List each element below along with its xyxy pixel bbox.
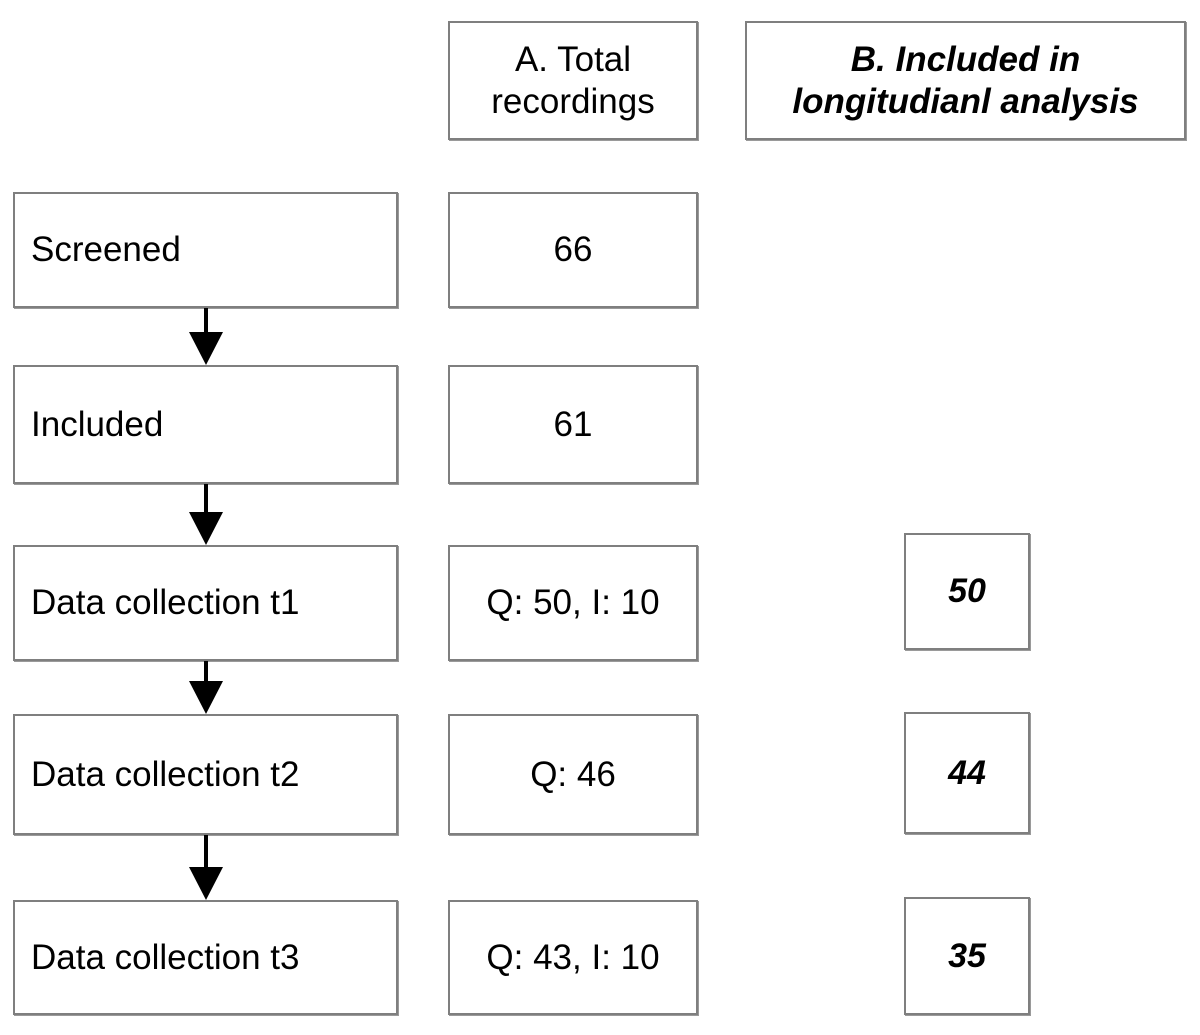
- column-header-a-line1: A. Total: [514, 40, 632, 80]
- stage-label-included: Included: [31, 404, 164, 444]
- value-total-t2: Q: 46: [530, 754, 616, 794]
- arrow-screened-to-included: [186, 308, 226, 365]
- value-total-t3: Q: 43, I: 10: [486, 937, 660, 977]
- stage-box-data-collection-t3: Data collection t3: [13, 900, 398, 1015]
- value-longitudinal-t3: 35: [948, 936, 986, 975]
- value-longitudinal-t2: 44: [948, 753, 986, 792]
- arrow-head-icon: [189, 512, 223, 545]
- value-box-longitudinal-t1: 50: [904, 533, 1030, 650]
- value-box-total-t3: Q: 43, I: 10: [448, 900, 698, 1015]
- value-box-total-t2: Q: 46: [448, 714, 698, 835]
- value-total-screened: 66: [553, 230, 593, 270]
- stage-label-data-collection-t1: Data collection t1: [31, 583, 300, 623]
- value-box-total-screened: 66: [448, 192, 698, 308]
- value-box-longitudinal-t3: 35: [904, 897, 1030, 1015]
- arrow-head-icon: [189, 681, 223, 714]
- value-box-longitudinal-t2: 44: [904, 712, 1030, 834]
- arrow-head-icon: [189, 867, 223, 900]
- arrow-shaft: [204, 661, 208, 687]
- column-header-b-line1: B. Included in: [850, 40, 1081, 80]
- stage-box-screened: Screened: [13, 192, 398, 308]
- stage-box-data-collection-t1: Data collection t1: [13, 545, 398, 661]
- stage-label-data-collection-t2: Data collection t2: [31, 754, 300, 794]
- value-box-total-t1: Q: 50, I: 10: [448, 545, 698, 661]
- arrow-shaft: [204, 308, 208, 338]
- value-total-t1: Q: 50, I: 10: [486, 583, 660, 623]
- stage-label-data-collection-t3: Data collection t3: [31, 937, 300, 977]
- value-total-included: 61: [553, 404, 593, 444]
- stage-box-data-collection-t2: Data collection t2: [13, 714, 398, 835]
- stage-box-included: Included: [13, 365, 398, 484]
- value-box-total-included: 61: [448, 365, 698, 484]
- arrow-shaft: [204, 484, 208, 516]
- value-longitudinal-t1: 50: [948, 572, 986, 611]
- stage-label-screened: Screened: [31, 230, 181, 270]
- column-header-a-line2: recordings: [491, 81, 655, 121]
- arrow-t2-to-t3: [186, 835, 226, 900]
- arrow-head-icon: [189, 332, 223, 365]
- column-header-b-line2: longitudianl analysis: [792, 81, 1139, 121]
- arrow-shaft: [204, 835, 208, 872]
- arrow-included-to-t1: [186, 484, 226, 545]
- arrow-t1-to-t2: [186, 661, 226, 714]
